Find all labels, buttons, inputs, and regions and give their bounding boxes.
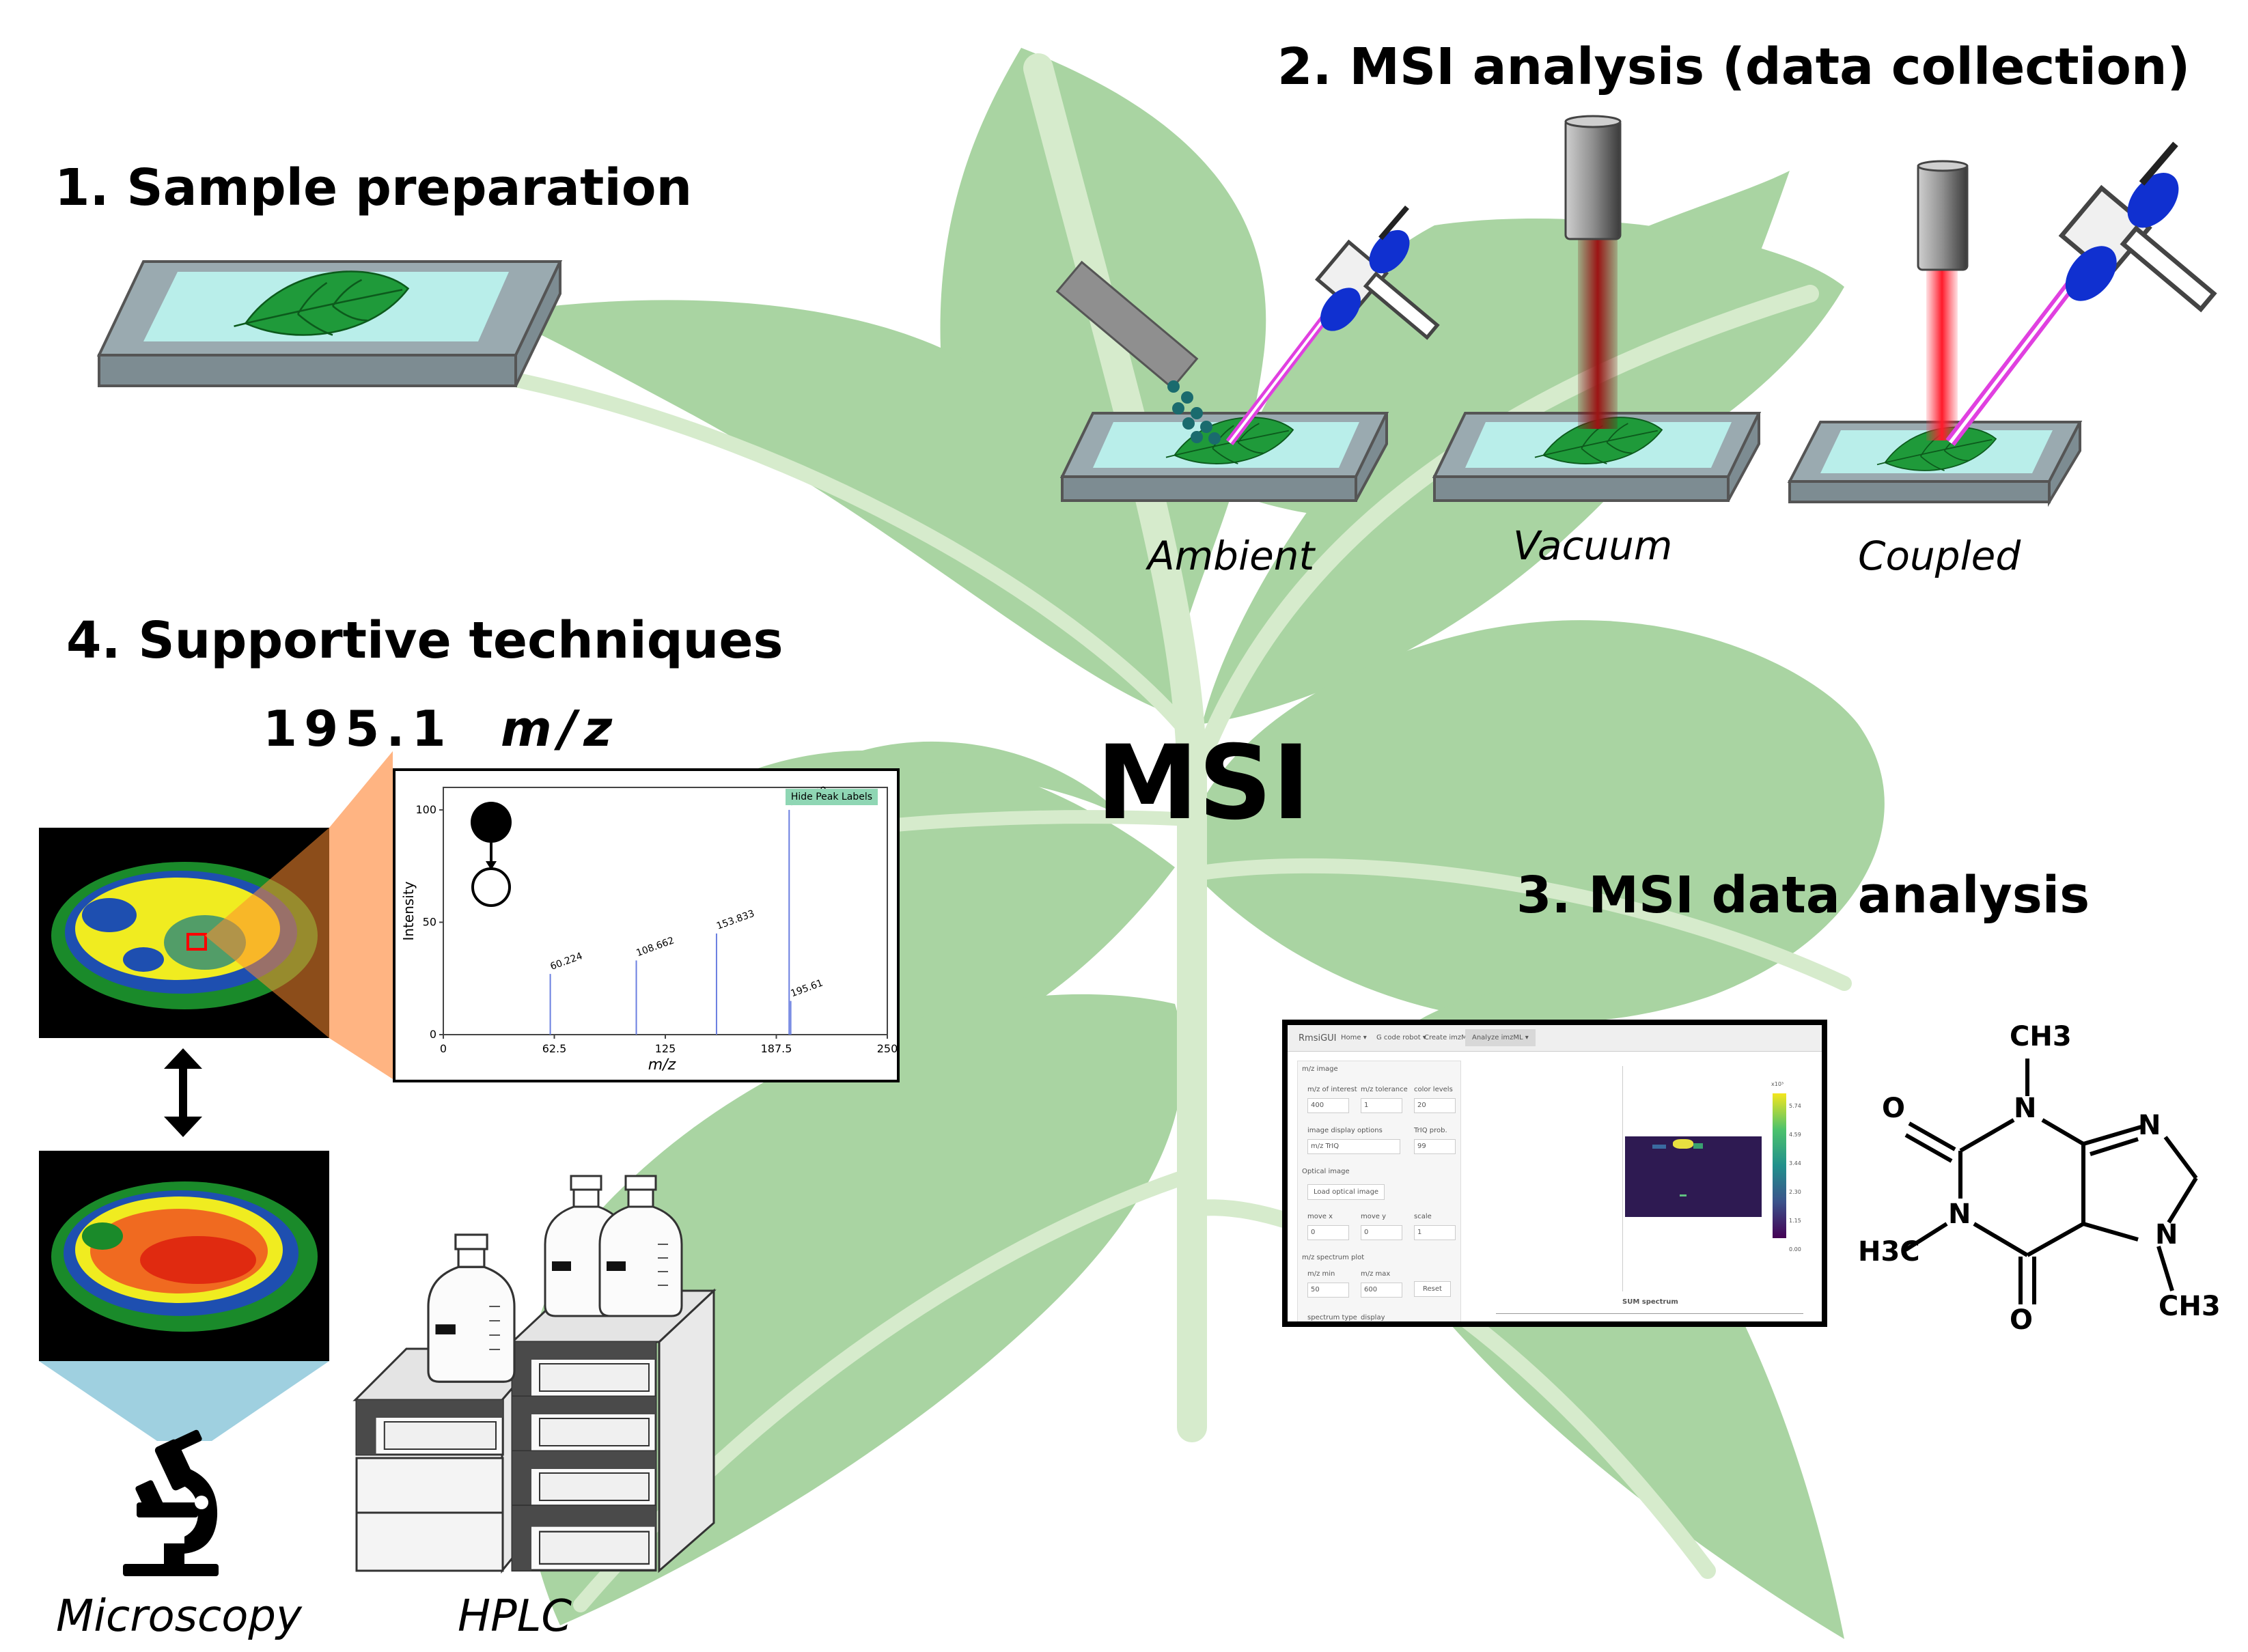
step-2-heading: 2. MSI analysis (data collection) bbox=[1277, 38, 2191, 96]
gui-label-mz: m/z of interest bbox=[1307, 1086, 1357, 1093]
caffeine-molecule bbox=[1904, 1059, 2198, 1304]
atom-ch3-bottom: CH3 bbox=[2159, 1291, 2221, 1322]
coupled-setup bbox=[1787, 144, 2214, 507]
gui-input-levels[interactable]: 20 bbox=[1414, 1098, 1456, 1113]
gui-input-mzmax[interactable]: 600 bbox=[1361, 1283, 1402, 1298]
open-circle-marker bbox=[471, 867, 511, 907]
gui-label-triq: TrIQ prob. bbox=[1414, 1127, 1447, 1134]
gui-label-mzmax: m/z max bbox=[1361, 1270, 1391, 1278]
microscope-cone bbox=[39, 1361, 329, 1441]
gui-input-scale[interactable]: 1 bbox=[1414, 1225, 1456, 1240]
atom-n9: N bbox=[2155, 1219, 2178, 1250]
gui-reset-button[interactable]: Reset bbox=[1414, 1281, 1451, 1297]
gui-input-mzmin[interactable]: 50 bbox=[1307, 1283, 1349, 1298]
gui-label-movey: move y bbox=[1361, 1213, 1387, 1220]
vacuum-setup bbox=[1432, 115, 1762, 502]
gui-navbar: RmsiGUI Home ▾ G code robot ▾ Create imz… bbox=[1288, 1025, 1822, 1052]
gui-label-movex: move x bbox=[1307, 1213, 1333, 1220]
gui-section-mz: m/z image bbox=[1302, 1065, 1338, 1073]
gui-input-tol[interactable]: 1 bbox=[1361, 1098, 1402, 1113]
gui-tab-gcode[interactable]: G code robot ▾ bbox=[1376, 1034, 1426, 1041]
x-tick-label-2: 125 bbox=[655, 1042, 676, 1055]
atom-n7: N bbox=[2138, 1110, 2161, 1141]
ambient-label: Ambient bbox=[1148, 533, 1315, 579]
mz-value: 195.1 bbox=[263, 700, 453, 757]
gui-input-movex[interactable]: 0 bbox=[1307, 1225, 1349, 1240]
step-1-heading: 1. Sample preparation bbox=[55, 158, 693, 217]
gui-tab-create[interactable]: Create imzML ▾ bbox=[1424, 1034, 1477, 1041]
gui-load-optical-button[interactable]: Load optical image bbox=[1307, 1184, 1385, 1200]
gui-input-mz[interactable]: 400 bbox=[1307, 1098, 1349, 1113]
atom-ch3-top: CH3 bbox=[2010, 1021, 2072, 1052]
step-4-heading: 4. Supportive techniques bbox=[66, 611, 783, 670]
atom-n1: N bbox=[2014, 1093, 2037, 1124]
gui-label-spectrum-type: spectrum type bbox=[1307, 1314, 1357, 1321]
gui-colorbar bbox=[1773, 1093, 1786, 1238]
gui-select-display[interactable]: m/z TrIQ bbox=[1307, 1139, 1400, 1154]
atom-n3: N bbox=[1948, 1199, 1971, 1230]
ambient-setup bbox=[1055, 208, 1437, 502]
spectrum-xlabel: m/z bbox=[648, 1056, 676, 1074]
x-tick-label-4: 250 bbox=[877, 1042, 897, 1055]
hplc-icon bbox=[352, 1175, 717, 1574]
y-tick-label-0: 0 bbox=[430, 1028, 436, 1041]
gui-label-levels: color levels bbox=[1414, 1086, 1453, 1093]
x-tick-label-3: 187.5 bbox=[761, 1042, 792, 1055]
mz-value-title: 195.1 m/z bbox=[263, 700, 619, 757]
coupled-label: Coupled bbox=[1858, 533, 2021, 579]
gui-divider bbox=[1622, 1066, 1623, 1291]
gui-label-tol: m/z tolerance bbox=[1361, 1086, 1408, 1093]
gui-label-display: image display options bbox=[1307, 1127, 1383, 1134]
y-tick-label-2: 100 bbox=[415, 803, 436, 816]
gui-input-movey[interactable]: 0 bbox=[1361, 1225, 1402, 1240]
x-tick-label-1: 62.5 bbox=[542, 1042, 567, 1055]
plot-frame bbox=[443, 787, 888, 1035]
step-3-heading: 3. MSI data analysis bbox=[1516, 866, 2090, 925]
x-tick-label-0: 0 bbox=[440, 1042, 447, 1055]
gui-input-triq[interactable]: 99 bbox=[1414, 1139, 1456, 1154]
gui-colorbar-exponent: x10³ bbox=[1771, 1081, 1784, 1087]
atom-o-left: O bbox=[1882, 1093, 1906, 1124]
gui-colorbar-ticks: 5.74 4.59 3.44 2.30 1.15 0.00 bbox=[1789, 1103, 1801, 1252]
hplc-label: HPLC bbox=[458, 1591, 572, 1642]
rmsigui-screenshot: RmsiGUI Home ▾ G code robot ▾ Create imz… bbox=[1282, 1020, 1827, 1327]
mz-unit: m/z bbox=[500, 700, 620, 757]
msi-center-label: MSI bbox=[1096, 724, 1311, 843]
gui-sum-spectrum-label: SUM spectrum bbox=[1622, 1298, 1678, 1306]
atom-o-bottom: O bbox=[2010, 1304, 2034, 1336]
gui-section-spectrum: m/z spectrum plot bbox=[1302, 1254, 1365, 1261]
gui-label-mzmin: m/z min bbox=[1307, 1270, 1335, 1278]
microscopy-label: Microscopy bbox=[56, 1591, 302, 1642]
filled-circle-marker bbox=[471, 802, 512, 843]
gui-bottom-rule bbox=[1496, 1313, 1803, 1314]
double-arrow-icon bbox=[164, 1048, 202, 1137]
gui-section-optical: Optical image bbox=[1302, 1168, 1350, 1175]
gui-label-display2: display bbox=[1361, 1314, 1385, 1321]
atom-h3c: H3C bbox=[1858, 1236, 1920, 1268]
gui-sidebar: m/z image m/z of interest m/z tolerance … bbox=[1297, 1061, 1461, 1321]
sample-slide bbox=[96, 260, 563, 387]
microscope-icon bbox=[123, 1429, 219, 1576]
vacuum-label: Vacuum bbox=[1513, 522, 1673, 569]
optical-tissue-image bbox=[39, 1151, 329, 1361]
spectrum-ylabel: Intensity bbox=[400, 881, 417, 940]
gui-brand: RmsiGUI bbox=[1299, 1033, 1337, 1044]
gui-label-scale: scale bbox=[1414, 1213, 1432, 1220]
y-tick-label-1: 50 bbox=[423, 915, 436, 928]
gui-tab-home[interactable]: Home ▾ bbox=[1341, 1034, 1367, 1041]
hide-peak-labels-button[interactable]: Hide Peak Labels bbox=[785, 789, 878, 805]
gui-tab-analyze[interactable]: Analyze imzML ▾ bbox=[1465, 1029, 1536, 1046]
gui-ion-image bbox=[1625, 1136, 1762, 1217]
